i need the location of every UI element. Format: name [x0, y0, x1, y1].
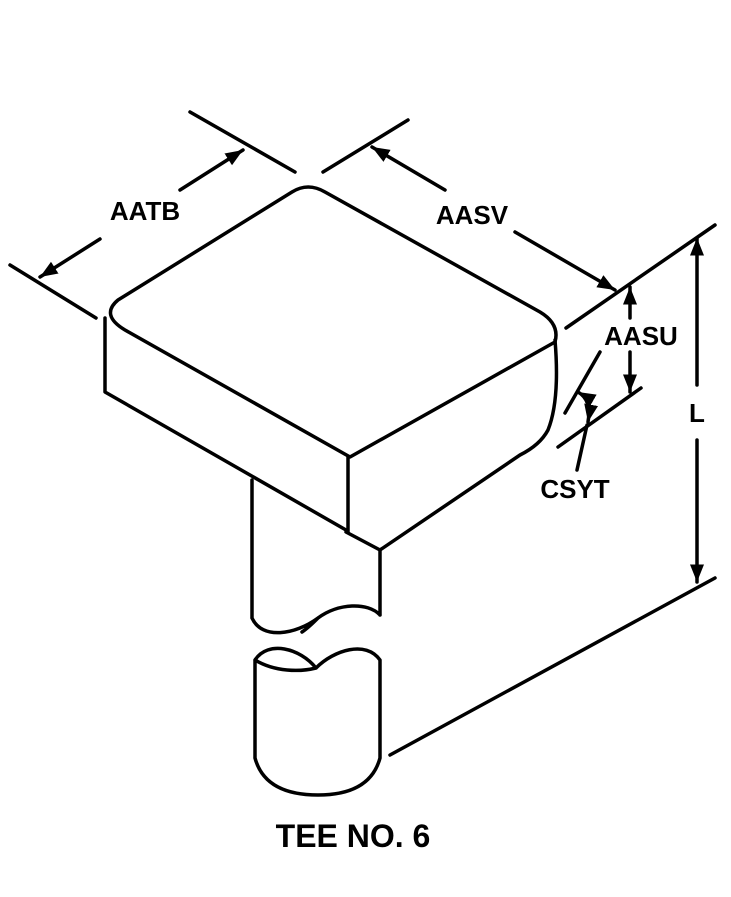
diagram-title: TEE NO. 6 [276, 818, 431, 854]
dim-aatb [178, 148, 245, 192]
head-right-side [344, 338, 559, 552]
head-left-side [103, 316, 348, 532]
dim-aasv [370, 145, 447, 192]
ext-line [388, 576, 717, 757]
csyt-arc [576, 390, 599, 424]
label-csyt: CSYT [540, 474, 609, 504]
label-l: L [689, 398, 705, 428]
label-aasv: AASV [436, 200, 509, 230]
ext-line [188, 110, 297, 174]
ext-line [321, 118, 410, 174]
csyt-leader [563, 350, 602, 415]
label-aatb: AATB [110, 196, 180, 226]
shank-lower [253, 646, 382, 797]
label-aasu: AASU [604, 321, 678, 351]
ext-line [8, 263, 98, 320]
shank-upper [250, 478, 382, 635]
dim-aatb [38, 237, 102, 279]
head-top-face [108, 185, 558, 459]
csyt-leader [575, 423, 589, 472]
dim-aasv [513, 230, 617, 292]
ext-line [556, 386, 643, 449]
